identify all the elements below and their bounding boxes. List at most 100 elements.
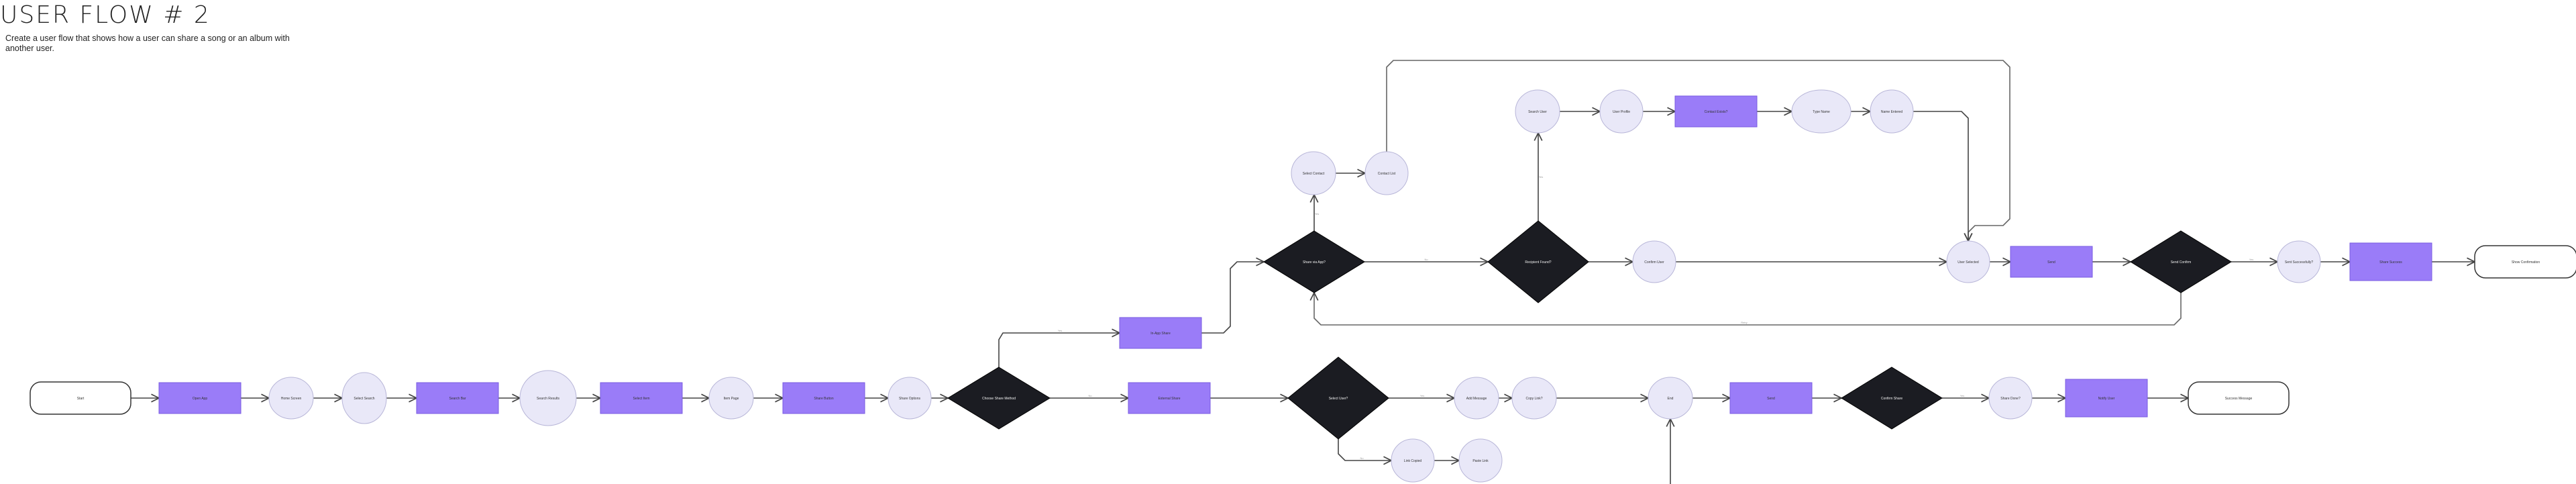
node-show-confirmation: Show Confirmation bbox=[2474, 245, 2576, 279]
node-label: Item Page bbox=[724, 397, 739, 401]
edge-label-yes: Yes bbox=[1420, 394, 1425, 397]
node-label: Confirm Share bbox=[1881, 397, 1902, 401]
diagram-title: USER FLOW # 2 bbox=[0, 1, 211, 29]
node-external-share: External Share bbox=[1128, 382, 1211, 414]
node-label: Select Contact bbox=[1303, 172, 1325, 176]
node-label: Contact Exists? bbox=[1705, 110, 1728, 114]
node-label: Add Message bbox=[1466, 397, 1487, 401]
edge-label-yes: Yes bbox=[1960, 394, 1965, 397]
edge-label-no: No bbox=[1088, 394, 1092, 397]
node-confirm-user: Confirm User bbox=[1632, 240, 1676, 283]
edge-label-no: No bbox=[1360, 456, 1364, 460]
edge-label-yes: Yes bbox=[1315, 212, 1320, 215]
node-label: Paste Link bbox=[1472, 459, 1489, 463]
node-notify-user: Notify User bbox=[2065, 379, 2148, 418]
node-search-bar: Search Bar bbox=[416, 382, 499, 414]
node-name-entered: Name Entered bbox=[1870, 89, 1914, 134]
node-success-message: Success Message bbox=[2188, 381, 2290, 415]
node-label: External Share bbox=[1158, 397, 1180, 401]
node-label: Recipient Found? bbox=[1525, 260, 1551, 264]
node-home-screen: Home Screen bbox=[268, 377, 314, 420]
node-label: Send bbox=[1767, 397, 1775, 401]
node-start: Start bbox=[30, 381, 131, 415]
node-copy-link-q: Copy Link? bbox=[1511, 377, 1557, 420]
node-send: Send bbox=[2010, 246, 2093, 278]
node-label: Name Entered bbox=[1881, 110, 1902, 114]
edge-label-yes: Yes bbox=[2249, 258, 2254, 261]
edge-choose-inapp bbox=[998, 333, 1120, 367]
edge-label-no: No bbox=[1424, 258, 1428, 261]
node-label: Search Bar bbox=[449, 397, 466, 401]
node-label: Choose Share Method bbox=[982, 397, 1016, 401]
node-search-user: Search User bbox=[1515, 89, 1560, 134]
node-label: Share via App? bbox=[1303, 260, 1326, 264]
node-label: Select Search bbox=[354, 397, 374, 401]
node-label: Home Screen bbox=[281, 397, 302, 401]
node-open-app: Open App bbox=[158, 382, 241, 414]
node-label: Share Success bbox=[2379, 260, 2402, 264]
node-link-copied: Link Copied bbox=[1391, 438, 1435, 483]
edge-label-yes: Yes bbox=[1058, 329, 1063, 332]
edge-label-retry: Retry bbox=[1741, 321, 1748, 324]
node-recipient-q: Recipient Found? bbox=[1487, 220, 1589, 303]
node-label: Start bbox=[77, 397, 85, 401]
node-select-user-q: Select User? bbox=[1287, 356, 1389, 440]
node-label: Contact List bbox=[1378, 172, 1396, 176]
node-send2: Send bbox=[1729, 382, 1813, 414]
node-contact-list: Contact List bbox=[1364, 151, 1409, 195]
node-sent-q: Sent Successfully? bbox=[2277, 240, 2321, 283]
node-label: Share Done? bbox=[2000, 397, 2021, 401]
node-via-app-q: Share via App? bbox=[1263, 230, 1365, 293]
node-share-success: Share Success bbox=[2349, 242, 2432, 281]
node-label: Success Message bbox=[2225, 397, 2253, 401]
edge-inapp-via bbox=[1201, 262, 1264, 334]
node-item-page: Item Page bbox=[708, 377, 754, 420]
node-share-done-q: Share Done? bbox=[1988, 377, 2033, 420]
node-select-contact: Select Contact bbox=[1291, 151, 1336, 195]
node-label: End bbox=[1668, 397, 1674, 401]
node-label: Search Results bbox=[537, 397, 559, 401]
edge-contactlist-loop bbox=[1386, 60, 2010, 241]
node-label: User Profile bbox=[1613, 110, 1630, 114]
diagram-subtitle: Create a user flow that shows how a user… bbox=[5, 34, 290, 53]
node-label: Select Item bbox=[633, 397, 649, 401]
node-label: Notify User bbox=[2098, 397, 2115, 401]
node-paste-link: Paste Link bbox=[1458, 438, 1503, 483]
node-label: Show Confirmation bbox=[2512, 260, 2540, 264]
node-choose-method: Choose Share Method bbox=[947, 367, 1051, 430]
node-label: Share Options bbox=[899, 397, 920, 401]
node-type-name: Type Name bbox=[1791, 89, 1851, 134]
node-label: Copy Link? bbox=[1525, 397, 1542, 401]
nodes-layer: Start Open App Home Screen Select Search Sea… bbox=[30, 89, 2576, 483]
node-label: Select User? bbox=[1329, 397, 1348, 401]
node-confirm-share: Confirm Share bbox=[1841, 367, 1943, 430]
node-end-a: End bbox=[1648, 377, 1693, 420]
edge-entered-userselected bbox=[1913, 111, 1968, 241]
node-add-message: Add Message bbox=[1454, 377, 1499, 420]
node-label: Confirm User bbox=[1644, 260, 1664, 264]
node-contact-q: Contact Exists? bbox=[1674, 95, 1758, 128]
node-share-button: Share Button bbox=[782, 382, 865, 414]
node-label: Type Name bbox=[1813, 110, 1830, 114]
node-label: Send Confirm bbox=[2171, 260, 2192, 264]
node-label: Open App bbox=[193, 397, 207, 401]
node-label: Send bbox=[2047, 260, 2055, 264]
node-label: Link Copied bbox=[1404, 459, 1422, 463]
edge-label-yes: Yes bbox=[1539, 175, 1544, 179]
node-label: Sent Successfully? bbox=[2285, 260, 2313, 264]
node-select-item: Select Item bbox=[600, 382, 683, 414]
node-label: Share Button bbox=[814, 397, 833, 401]
node-search-results: Search Results bbox=[519, 370, 577, 426]
node-send-confirm: Send Confirm bbox=[2130, 230, 2232, 293]
node-share-options: Share Options bbox=[888, 377, 932, 420]
edge-sendconfirm-retry bbox=[1314, 293, 2182, 326]
node-in-app-share: In-App Share bbox=[1119, 317, 1202, 349]
edge-selectuser-linkcopied bbox=[1338, 439, 1391, 461]
node-user-selected: User Selected bbox=[1946, 240, 1990, 283]
node-label: In-App Share bbox=[1150, 332, 1171, 336]
node-label: User Selected bbox=[1957, 260, 1979, 264]
node-user-profile: User Profile bbox=[1599, 89, 1644, 134]
node-label: Search User bbox=[1528, 110, 1547, 114]
